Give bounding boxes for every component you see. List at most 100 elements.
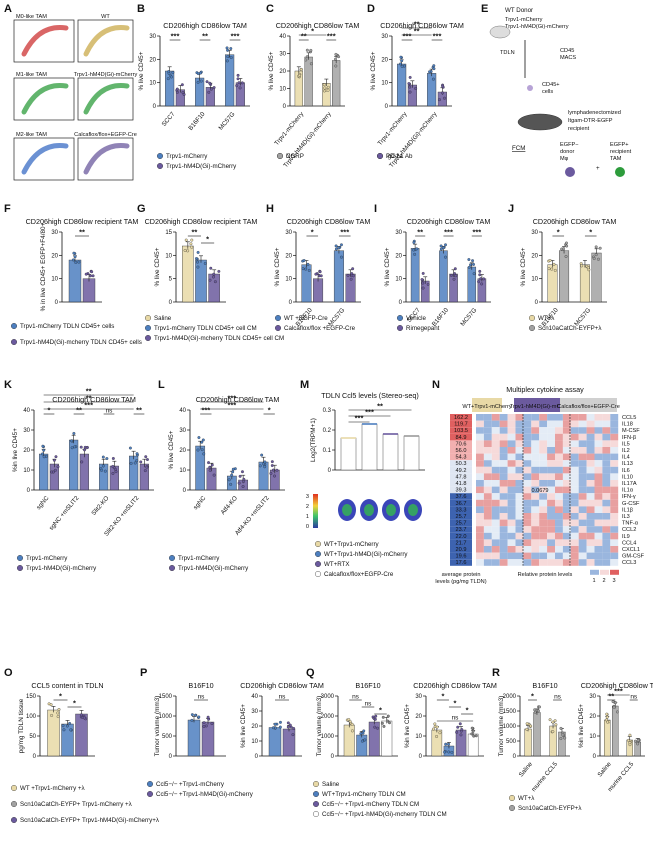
heatmap-cell xyxy=(586,519,595,527)
significance-label: *** xyxy=(355,414,364,423)
schematic-text: Trpv1-mCherry xyxy=(505,17,543,23)
heatmap-cell xyxy=(491,499,500,507)
y-tick-label: 1500 xyxy=(159,694,173,700)
data-point xyxy=(525,727,529,731)
significance-label: ns xyxy=(554,694,562,701)
recipient-mouse-icon xyxy=(517,113,563,131)
data-point xyxy=(241,485,245,488)
data-point xyxy=(212,275,215,279)
x-tick-label: Saline xyxy=(596,760,613,778)
data-point xyxy=(533,708,537,712)
heatmap-cell xyxy=(539,499,548,507)
data-point xyxy=(460,728,464,731)
panel-label: A xyxy=(4,3,12,15)
significance-label: * xyxy=(311,27,314,36)
data-point xyxy=(337,55,341,59)
schematic-text: + xyxy=(596,165,600,172)
heatmap-row-label: G-CSF xyxy=(622,501,640,507)
heatmap-cell xyxy=(610,559,619,566)
data-point xyxy=(467,258,471,261)
legend-entry: Trpv1-hM4D(Gi)-mcherry TDLN CD45+ cell C… xyxy=(154,335,284,342)
data-point xyxy=(175,87,179,91)
heatmap-cell xyxy=(515,420,524,428)
y-tick-label: 0 xyxy=(593,754,597,760)
data-point xyxy=(548,259,552,262)
data-point xyxy=(554,723,558,727)
heatmap-cell xyxy=(515,466,524,474)
heatmap-cell xyxy=(586,486,595,494)
data-point xyxy=(298,73,301,77)
heatmap-cell xyxy=(586,466,595,474)
data-point xyxy=(351,267,355,271)
heatmap-avg-cell xyxy=(450,414,472,421)
data-point xyxy=(459,733,463,737)
bar xyxy=(467,266,477,303)
heatmap-cell xyxy=(586,552,595,560)
significance-label: ** xyxy=(79,228,85,237)
data-point xyxy=(79,445,83,449)
legend-marker xyxy=(17,555,24,562)
heatmap-cell xyxy=(499,546,508,553)
y-tick-label: 0 xyxy=(183,488,187,494)
schematic-text: recipient xyxy=(568,126,590,132)
heatmap-cell xyxy=(555,440,563,447)
heatmap-cell xyxy=(594,447,603,454)
heatmap-cell xyxy=(483,546,492,553)
data-point xyxy=(428,70,431,74)
panel-label: R xyxy=(492,667,500,679)
heatmap-cell xyxy=(476,532,484,540)
y-tick-label: 150 xyxy=(26,694,37,700)
significance-label: ** xyxy=(608,692,614,701)
heatmap-cell xyxy=(602,552,611,560)
data-point xyxy=(400,59,404,63)
bar xyxy=(68,259,82,303)
data-point xyxy=(636,742,640,746)
heatmap-row-label: IL4 xyxy=(622,455,630,461)
heatmap-group-label: Calcaflox/flox+EGFP-Cre xyxy=(557,404,620,410)
data-point xyxy=(206,715,210,719)
data-point xyxy=(478,273,482,277)
data-point xyxy=(606,720,610,724)
heatmap-cell xyxy=(594,460,603,467)
data-point xyxy=(229,482,233,486)
heatmap-cell xyxy=(539,427,548,434)
heatmap-cell xyxy=(610,519,619,527)
heatmap-cell xyxy=(483,552,492,560)
heatmap-cell xyxy=(547,532,555,540)
heatmap-avg-cell xyxy=(450,473,472,480)
heatmap-row-label: IL9 xyxy=(622,534,630,540)
heatmap-group-label: Trpv1-hM4D(Gi)-mCherry xyxy=(510,404,574,410)
data-point xyxy=(203,261,207,265)
y-tick-label: 30 xyxy=(179,428,186,434)
panel-label: C xyxy=(266,3,274,15)
heatmap-cell xyxy=(578,433,587,441)
heatmap-cell xyxy=(562,480,571,487)
heatmap-cell xyxy=(547,513,555,520)
data-point xyxy=(54,455,58,459)
data-point xyxy=(441,84,445,88)
chart-title: CD206high CD86low recipient TAM xyxy=(26,217,139,226)
data-point xyxy=(190,718,194,722)
heatmap-cell xyxy=(515,513,524,520)
legend-entry: Scn10aCatCh-EYFP+λ xyxy=(518,805,582,812)
heatmap-cell xyxy=(555,414,563,421)
significance-label: ** xyxy=(414,27,420,36)
data-point xyxy=(273,474,276,478)
data-point xyxy=(323,86,327,90)
data-point xyxy=(415,247,419,251)
data-point xyxy=(441,246,445,250)
heatmap-avg-value: 33.3 xyxy=(456,507,467,513)
data-point xyxy=(399,55,403,59)
data-point xyxy=(559,737,563,741)
significance-label: *** xyxy=(171,32,180,41)
data-point xyxy=(305,55,309,59)
y-tick-label: 20 xyxy=(251,724,258,730)
significance-label: *** xyxy=(340,228,349,237)
heatmap-cell xyxy=(610,506,619,513)
data-point xyxy=(407,82,411,85)
heatmap-cell xyxy=(586,420,595,428)
legend-marker xyxy=(144,315,151,322)
heatmap-cell xyxy=(476,513,484,520)
heatmap-row-label: IL2 xyxy=(622,448,630,454)
